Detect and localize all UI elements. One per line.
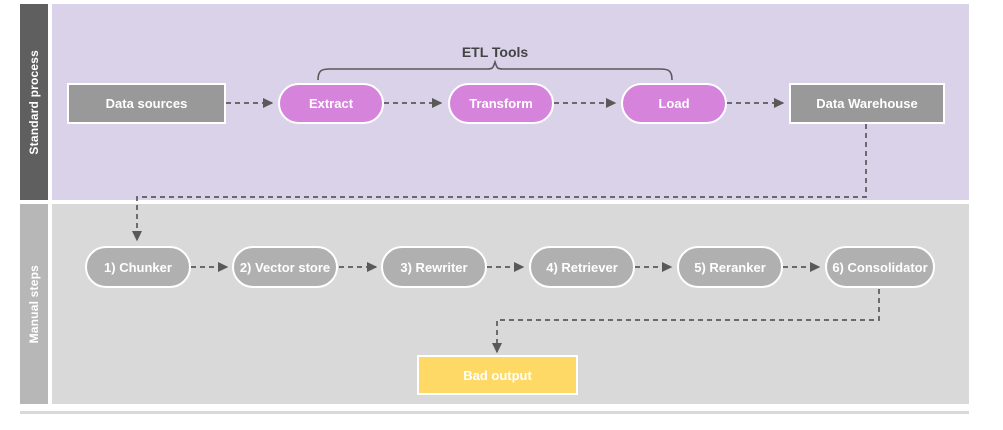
- node-retriever-label: 4) Retriever: [546, 259, 618, 275]
- node-consolidator[interactable]: 6) Consolidator: [825, 246, 935, 288]
- node-chunker[interactable]: 1) Chunker: [85, 246, 191, 288]
- node-data-sources[interactable]: Data sources: [67, 83, 226, 124]
- node-consolidator-label: 6) Consolidator: [832, 259, 928, 275]
- node-data-warehouse[interactable]: Data Warehouse: [789, 83, 945, 124]
- lane-standard-process-label-band: Standard process: [20, 4, 48, 200]
- node-extract[interactable]: Extract: [278, 83, 384, 124]
- node-rewriter[interactable]: 3) Rewriter: [381, 246, 487, 288]
- node-bad-output[interactable]: Bad output: [417, 355, 578, 395]
- lane-manual-steps-label: Manual steps: [27, 264, 41, 344]
- node-chunker-label: 1) Chunker: [104, 259, 172, 275]
- node-load[interactable]: Load: [621, 83, 727, 124]
- node-reranker[interactable]: 5) Reranker: [677, 246, 783, 288]
- node-load-label: Load: [658, 96, 690, 111]
- node-bad-output-label: Bad output: [463, 367, 532, 383]
- node-extract-label: Extract: [308, 96, 354, 111]
- node-vector-store-label: 2) Vector store: [239, 259, 331, 275]
- footer-divider: [20, 411, 969, 414]
- etl-tools-label: ETL Tools: [461, 44, 529, 60]
- node-reranker-label: 5) Reranker: [694, 259, 766, 275]
- node-vector-store[interactable]: 2) Vector store: [232, 246, 338, 288]
- node-rewriter-label: 3) Rewriter: [400, 259, 468, 275]
- node-data-sources-label: Data sources: [105, 96, 188, 111]
- lane-manual-steps-label-band: Manual steps: [20, 204, 48, 404]
- node-transform[interactable]: Transform: [448, 83, 554, 124]
- node-retriever[interactable]: 4) Retriever: [529, 246, 635, 288]
- node-data-warehouse-label: Data Warehouse: [816, 96, 918, 111]
- lane-standard-process-label: Standard process: [27, 49, 41, 155]
- node-transform-label: Transform: [469, 96, 533, 111]
